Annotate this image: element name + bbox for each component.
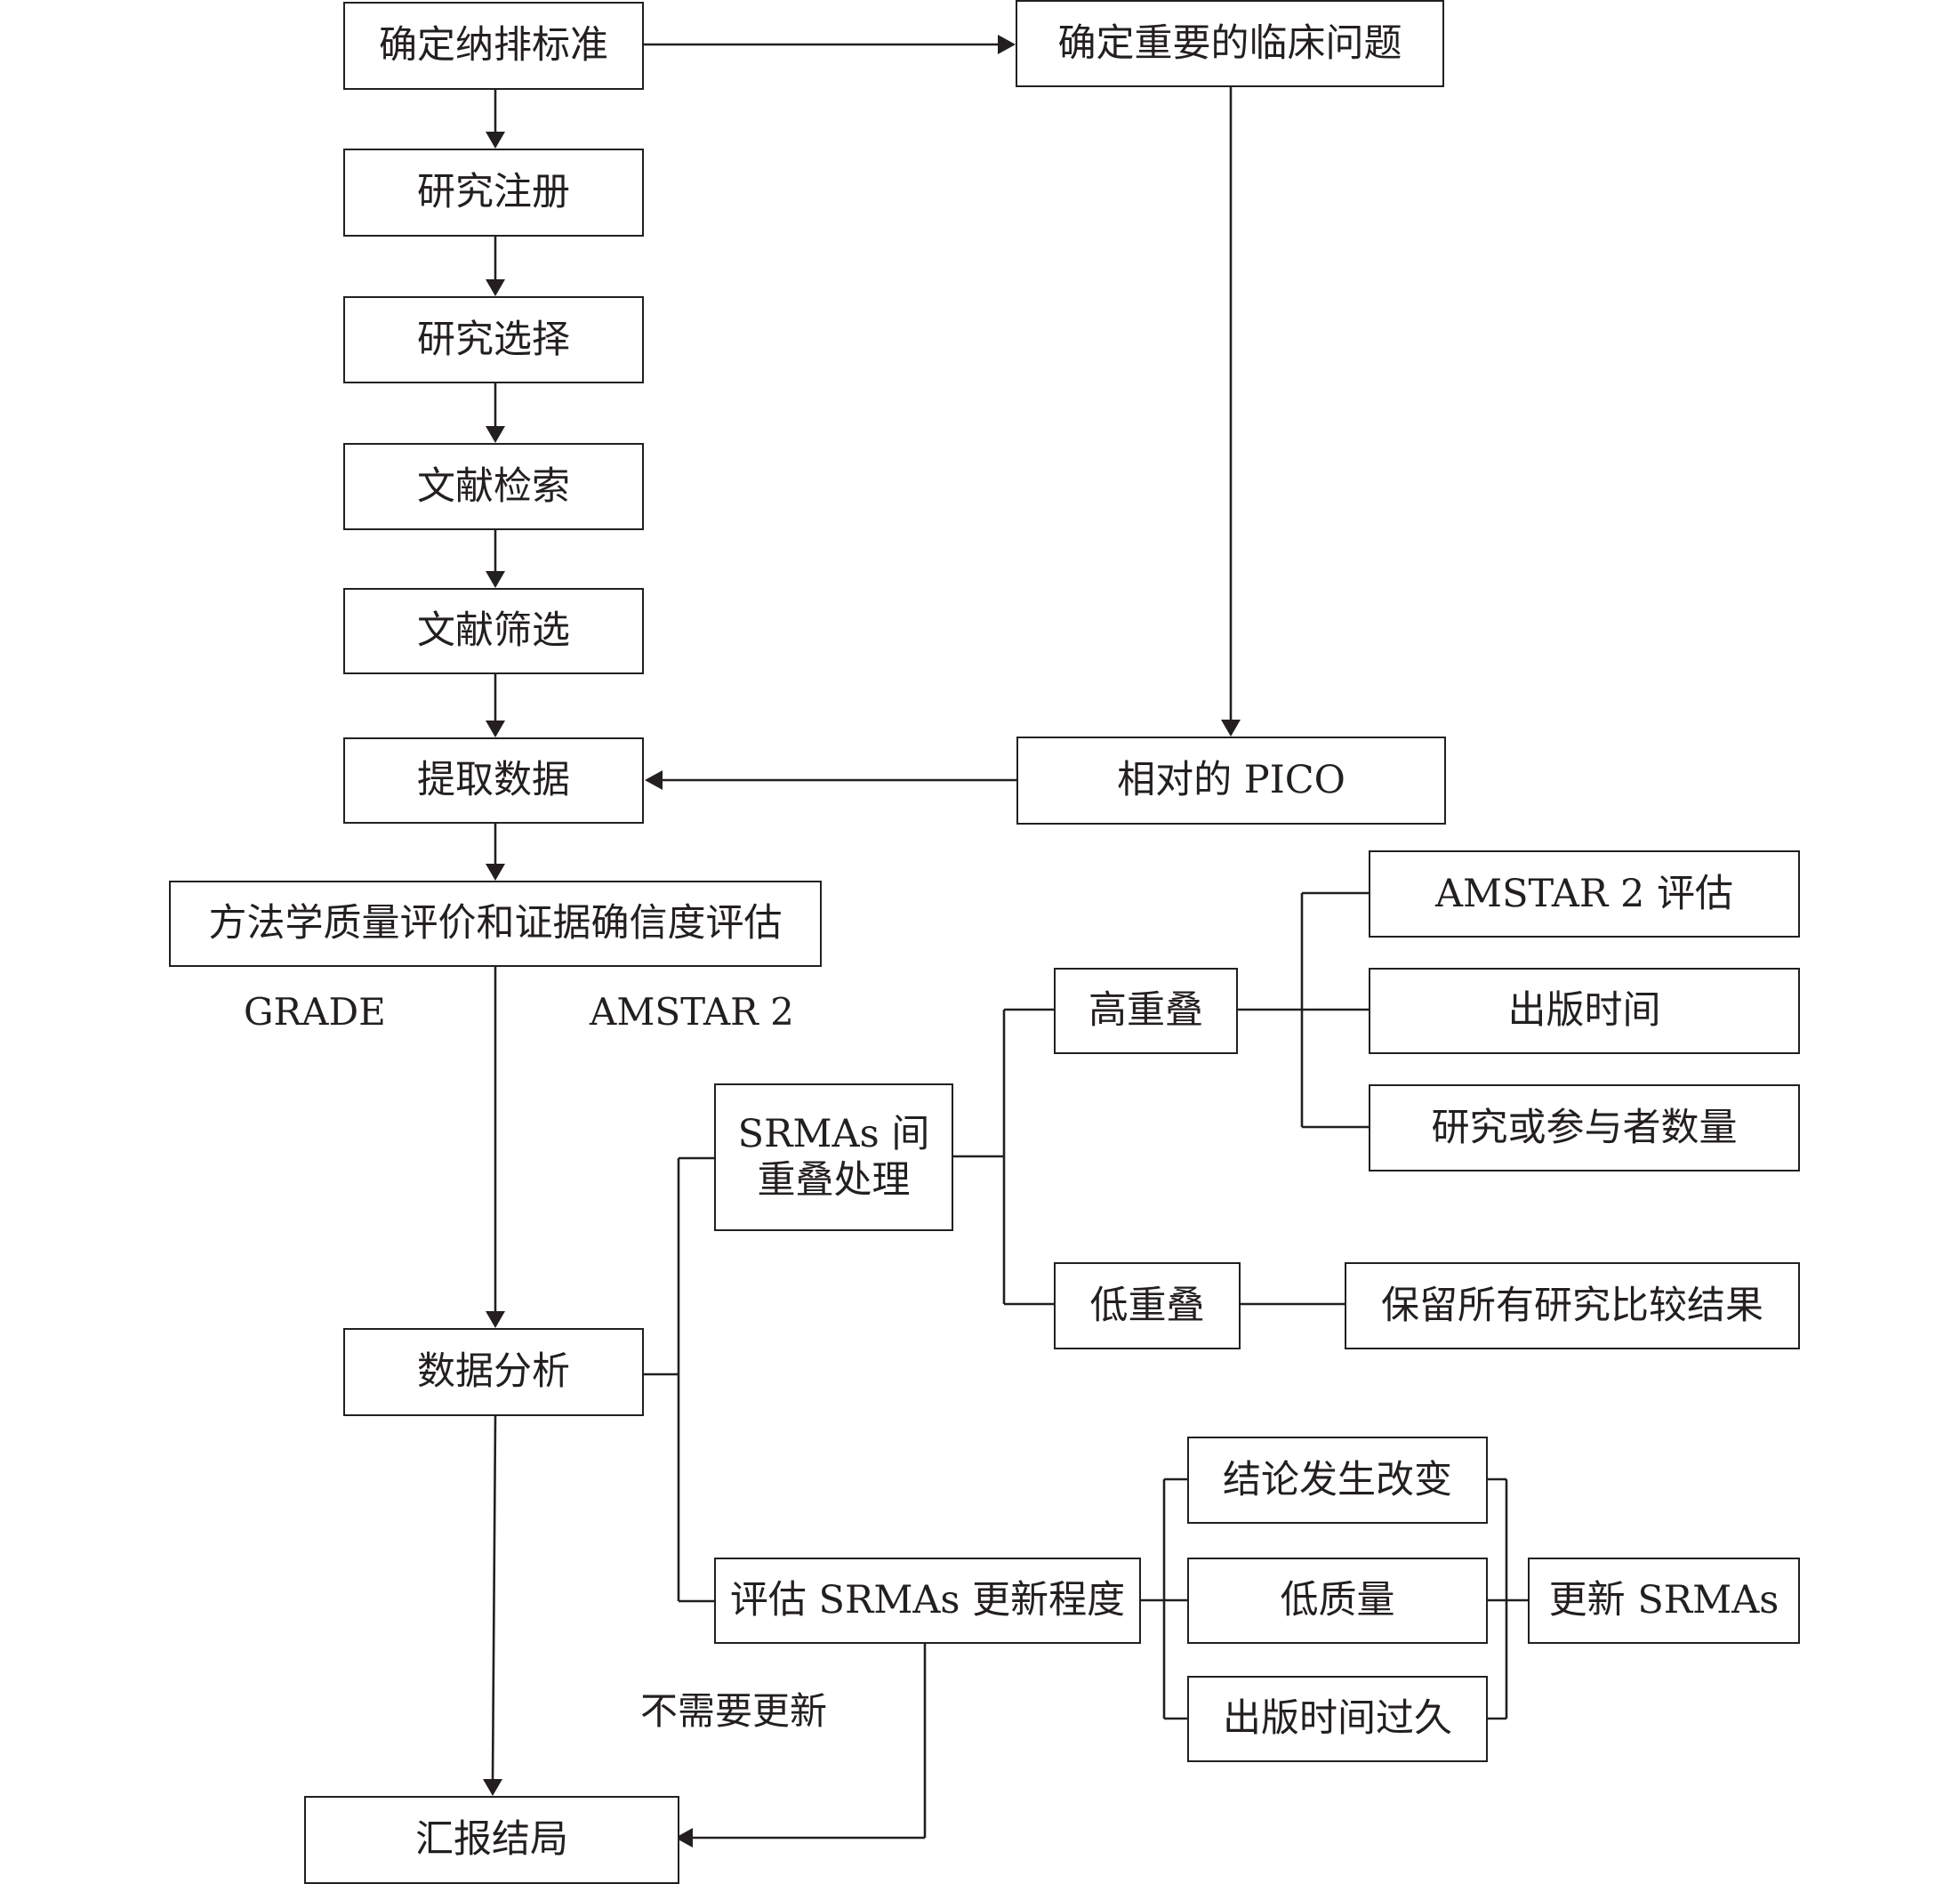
conclusion-changed-box: 结论发生改变	[1187, 1437, 1488, 1524]
study-registration-box: 研究注册	[343, 149, 644, 237]
report-outcomes-box: 汇报结局	[304, 1796, 679, 1884]
update-srmas-box: 更新 SRMAs	[1528, 1558, 1800, 1644]
arrowhead	[486, 132, 505, 149]
update-assessment-box: 评估 SRMAs 更新程度	[714, 1558, 1141, 1644]
arrowhead	[486, 279, 505, 296]
arrowhead	[675, 1828, 693, 1848]
high-overlap-box: 高重叠	[1054, 968, 1238, 1054]
amstar-assessment-box: AMSTAR 2 评估	[1369, 850, 1800, 938]
connector-analysis-to-report	[491, 1415, 497, 1782]
literature-search-box: 文献检索	[343, 443, 644, 530]
inclusion-criteria-box: 确定纳排标准	[343, 2, 644, 90]
retain-all-results-box: 保留所有研究比较结果	[1345, 1262, 1800, 1349]
arrowhead	[998, 35, 1016, 54]
overlap-handling-box: SRMAs 间 重叠处理	[714, 1083, 953, 1231]
overlap-handling-line-2: 重叠处理	[757, 1158, 911, 1203]
overlap-handling-line-1: SRMAs 间	[737, 1111, 930, 1156]
literature-screening-box: 文献筛选	[343, 588, 644, 674]
data-analysis-box: 数据分析	[343, 1328, 644, 1416]
low-overlap-box: 低重叠	[1054, 1262, 1241, 1349]
arrowhead	[483, 1779, 502, 1796]
no-update-needed-label: 不需要更新	[640, 1689, 828, 1733]
data-extraction-box: 提取数据	[343, 737, 644, 824]
relative-pico-box: 相对的 PICO	[1016, 737, 1446, 825]
arrowhead	[1221, 720, 1241, 737]
arrowhead	[645, 770, 663, 790]
arrowhead	[486, 571, 505, 588]
quality-assessment-box: 方法学质量评价和证据确信度评估	[169, 881, 822, 967]
arrowhead	[486, 864, 505, 881]
study-selection-box: 研究选择	[343, 296, 644, 383]
clinical-question-box: 确定重要的临床问题	[1016, 0, 1444, 87]
arrowhead	[486, 426, 505, 443]
study-participant-count-box: 研究或参与者数量	[1369, 1084, 1800, 1171]
arrowhead	[486, 721, 505, 737]
low-quality-box: 低质量	[1187, 1558, 1488, 1644]
publication-outdated-box: 出版时间过久	[1187, 1676, 1488, 1762]
arrowhead	[486, 1311, 505, 1328]
publication-time-box: 出版时间	[1369, 968, 1800, 1054]
amstar2-label: AMSTAR 2	[590, 990, 794, 1034]
grade-label: GRADE	[244, 990, 386, 1034]
